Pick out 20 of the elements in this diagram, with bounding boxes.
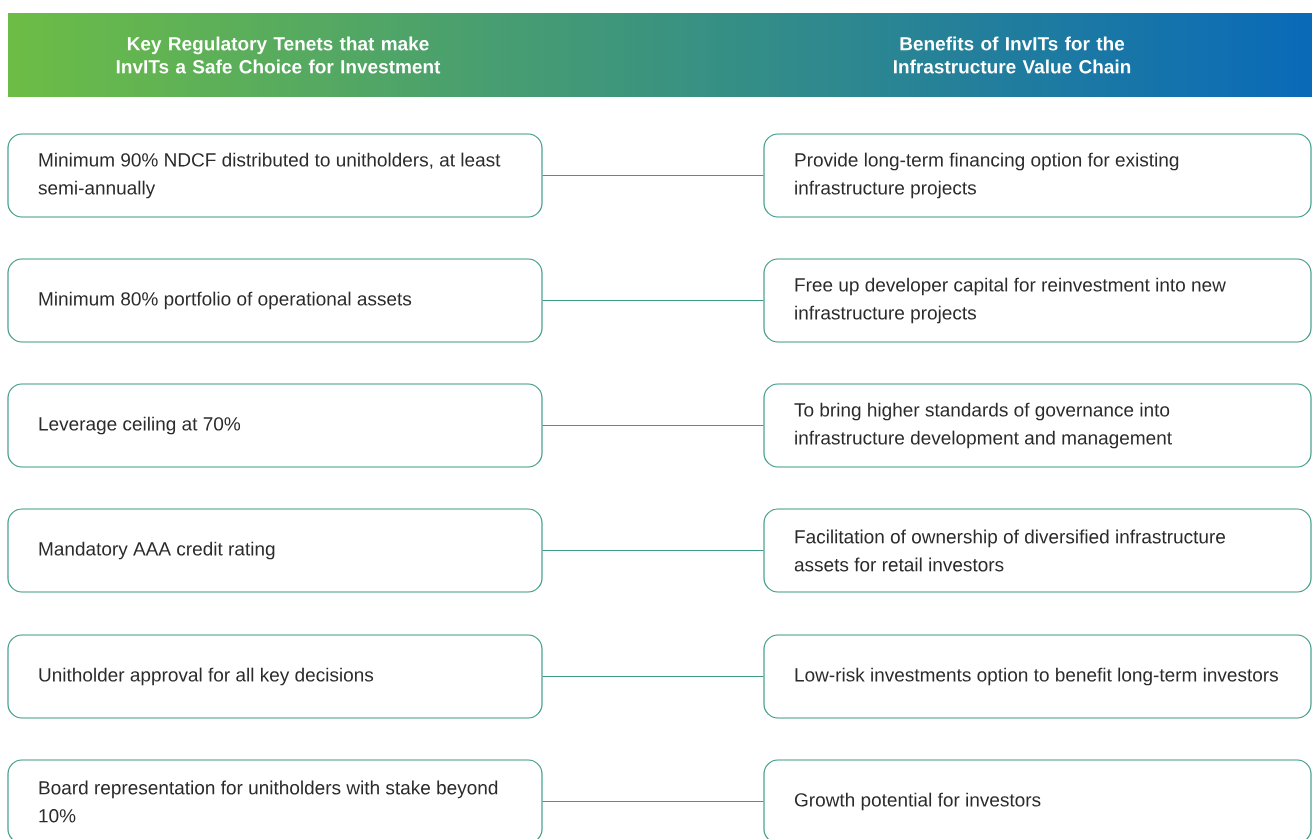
text-box: Unitholder approval for all key decisions bbox=[7, 634, 543, 719]
text-box: Facilitation of ownership of diversified infrastructure assets for retail investors bbox=[763, 508, 1312, 593]
text-box: Minimum 80% portfolio of operational assets bbox=[7, 258, 543, 343]
text-box: Low-risk investments option to benefit long-term investors bbox=[763, 634, 1312, 719]
text-box: Provide long-term financing option for existing infrastructure projects bbox=[763, 133, 1312, 218]
text-box: Mandatory AAA credit rating bbox=[7, 508, 543, 593]
connector-line bbox=[542, 175, 764, 176]
text-box: Growth potential for investors bbox=[763, 759, 1312, 839]
text-box: Leverage ceiling at 70% bbox=[7, 383, 543, 468]
connector-line bbox=[542, 676, 764, 677]
text-box: Free up developer capital for reinvestment into new infrastructure projects bbox=[763, 258, 1312, 343]
text-box: To bring higher standards of governance into infrastructure development and management bbox=[763, 383, 1312, 468]
column-heading: Benefits of InvITs for the Infrastructure Value Chain bbox=[893, 36, 1131, 74]
connector-line bbox=[542, 801, 764, 802]
connector-line bbox=[542, 425, 764, 426]
text-box: Board representation for unitholders with stake beyond 10% bbox=[7, 759, 543, 839]
column-heading: Key Regulatory Tenets that make InvITs a Safe Choice for Investment bbox=[116, 36, 441, 74]
text-box: Minimum 90% NDCF distributed to unitholders, at least semi-annually bbox=[7, 133, 543, 218]
connector-line bbox=[542, 300, 764, 301]
connector-line bbox=[542, 550, 764, 551]
